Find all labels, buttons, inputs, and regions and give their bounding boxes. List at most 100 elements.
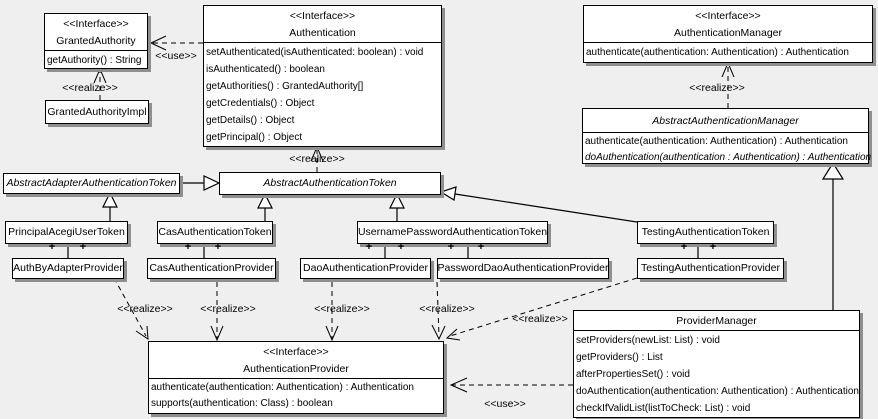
association-end-plus: +: [477, 241, 485, 253]
class-title: <<Interface>> Authentication: [204, 6, 441, 43]
realize-label: <<realize>>: [289, 153, 345, 165]
class-authentication-manager: <<Interface>> AuthenticationManager auth…: [583, 5, 873, 63]
class-name: ProviderManager: [676, 315, 757, 327]
realize-label: <<realize>>: [512, 313, 568, 325]
methods-compartment: authenticate(authentication: Authenticat…: [583, 133, 872, 166]
method: authenticate(authentication: Authenticat…: [151, 382, 414, 393]
association-end-plus: +: [214, 241, 222, 253]
association-end-plus: +: [365, 241, 373, 253]
class-title: <<Interface>> AuthenticationManager: [584, 6, 872, 43]
method: isAuthenticated() : boolean: [206, 64, 325, 75]
realize-cas-provider: [210, 282, 224, 342]
class-name: TestingAuthenticationProvider: [641, 262, 780, 274]
class-name: DaoAuthenticationProvider: [303, 262, 428, 274]
class-granted-authority-impl: GrantedAuthorityImpl: [45, 100, 149, 124]
class-name: GrantedAuthorityImpl: [47, 105, 147, 118]
class-granted-authority: <<Interface>> GrantedAuthority getAuthor…: [44, 13, 148, 69]
generalization-provider-manager: [821, 161, 845, 310]
class-name: AbstractAdapterAuthenticationToken: [6, 177, 177, 189]
generalization-username-token: [389, 192, 405, 221]
realize-abstracttoken-authentication: [310, 145, 324, 172]
method: getAuthority() : String: [47, 55, 142, 66]
class-name: AbstractAuthenticationManager: [652, 115, 799, 127]
generalization-principal-token: [102, 191, 118, 221]
class-name: Authentication: [289, 27, 356, 39]
class-name: AuthByAdapterProvider: [13, 262, 123, 274]
realize-label: <<realize>>: [200, 303, 256, 315]
class-name: TestingAuthenticationToken: [641, 226, 770, 238]
realize-dao-provider: [325, 282, 339, 342]
realize-abstractmanager-manager: [721, 61, 735, 108]
methods-compartment: authenticate(authentication: Authenticat…: [149, 379, 443, 412]
realize-label: <<realize>>: [62, 82, 118, 94]
class-name: AuthenticationProvider: [243, 363, 349, 375]
realize-grantedauthorityimpl: [93, 67, 107, 100]
class-provider-manager: ProviderManager setProviders(newList: Li…: [573, 310, 860, 418]
methods-compartment: getAuthority() : String: [45, 51, 147, 69]
use-label: <<use>>: [155, 50, 197, 62]
method: getAuthorities() : GrantedAuthority[]: [206, 81, 364, 92]
class-name: PrincipalAcegiUserToken: [8, 226, 125, 238]
realize-label: <<realize>>: [419, 303, 475, 315]
stereotype: <<Interface>>: [63, 18, 129, 30]
generalization-cas-token: [257, 192, 273, 221]
class-password-dao-authentication-provider: PasswordDaoAuthenticationProvider: [437, 258, 609, 279]
association-end-plus: +: [709, 241, 717, 253]
method-abstract: doAuthentication(authentication : Authen…: [585, 152, 872, 163]
class-abstract-adapter-authentication-token: AbstractAdapterAuthenticationToken: [3, 173, 180, 194]
association-end-plus: +: [48, 241, 56, 253]
class-dao-authentication-provider: DaoAuthenticationProvider: [300, 258, 431, 279]
stereotype: <<Interface>>: [695, 10, 761, 22]
realize-passworddao-provider: [431, 281, 446, 341]
method: doAuthentication(authentication: Authent…: [576, 386, 859, 397]
method: afterPropertiesSet() : void: [576, 369, 690, 380]
realize-label: <<realize>>: [117, 303, 173, 315]
class-cas-authentication-token: CasAuthenticationToken: [157, 221, 273, 244]
class-authentication: <<Interface>> Authentication setAuthenti…: [203, 5, 442, 147]
class-title: <<Interface>> AuthenticationProvider: [149, 342, 443, 379]
method: getPrincipal() : Object: [206, 132, 303, 143]
method: authenticate(authentication: Authenticat…: [585, 136, 848, 147]
class-name: AbstractAuthenticationToken: [263, 177, 397, 189]
stereotype: <<Interface>>: [289, 10, 356, 22]
association-end-plus: +: [397, 241, 405, 253]
method: checkIfValidList(listToCheck: List) : vo…: [576, 403, 751, 414]
class-testing-authentication-provider: TestingAuthenticationProvider: [637, 258, 784, 279]
methods-compartment: setAuthenticated(isAuthenticated: boolea…: [204, 43, 441, 146]
stereotype: <<Interface>>: [263, 346, 329, 358]
method: getProviders() : List: [576, 352, 663, 363]
use-providermanager-provider: [449, 377, 573, 393]
realize-label: <<realize>>: [314, 303, 370, 315]
class-name: CasAuthenticationToken: [158, 226, 272, 238]
class-authentication-provider: <<Interface>> AuthenticationProvider aut…: [148, 341, 444, 414]
use-authentication-grantedauthority: [149, 35, 203, 51]
methods-compartment: setProviders(newList: List) : void getPr…: [574, 331, 859, 417]
class-username-password-authentication-token: UsernamePasswordAuthenticationToken: [357, 221, 548, 244]
class-auth-by-adapter-provider: AuthByAdapterProvider: [12, 258, 124, 279]
class-testing-authentication-token: TestingAuthenticationToken: [637, 221, 774, 244]
method: getDetails() : Object: [206, 115, 295, 126]
class-name: CasAuthenticationProvider: [149, 262, 274, 274]
realize-label: <<realize>>: [689, 82, 745, 94]
method: getCredentials() : Object: [206, 98, 315, 109]
class-principal-acegi-user-token: PrincipalAcegiUserToken: [5, 221, 128, 244]
method: authenticate(authentication: Authenticat…: [586, 47, 849, 58]
class-name: AuthenticationManager: [674, 27, 782, 39]
class-name: PasswordDaoAuthenticationProvider: [437, 262, 609, 274]
class-title: ProviderManager: [574, 311, 859, 331]
method: setAuthenticated(isAuthenticated: boolea…: [206, 47, 424, 58]
use-label: <<use>>: [484, 398, 526, 410]
association-end-plus: +: [680, 241, 688, 253]
association-end-plus: +: [447, 241, 455, 253]
method: setProviders(newList: List) : void: [576, 335, 720, 346]
class-title: <<Interface>> GrantedAuthority: [45, 14, 147, 51]
association-end-plus: +: [184, 241, 192, 253]
generalization-adapter-token: [179, 175, 221, 191]
generalization-testing-token: [439, 186, 638, 223]
methods-compartment: authenticate(authentication: Authenticat…: [584, 43, 872, 61]
class-abstract-authentication-manager: AbstractAuthenticationManager authentica…: [582, 108, 872, 166]
association-end-plus: +: [79, 241, 87, 253]
class-abstract-authentication-token: AbstractAuthenticationToken: [219, 172, 441, 195]
class-title: AbstractAuthenticationManager: [583, 109, 868, 133]
